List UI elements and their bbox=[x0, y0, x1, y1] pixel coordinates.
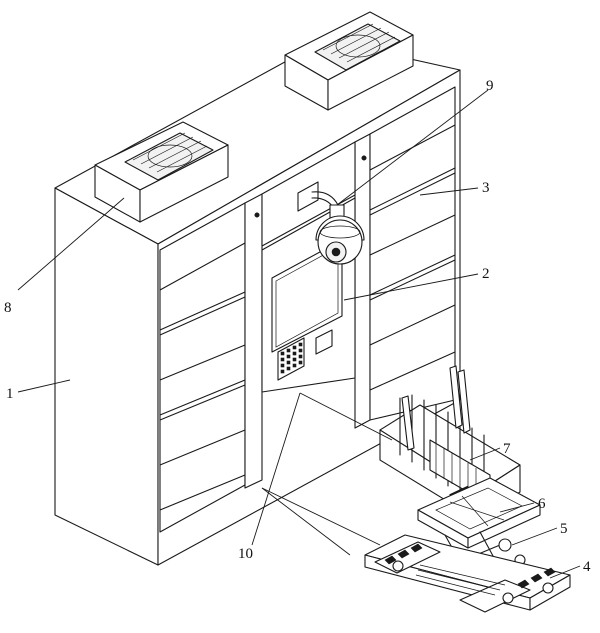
label-2: 2 bbox=[482, 266, 490, 282]
label-7: 7 bbox=[503, 441, 511, 457]
label-9: 9 bbox=[486, 78, 494, 94]
part-labels: 1 2 3 4 5 6 7 8 9 10 bbox=[4, 78, 591, 575]
keypad bbox=[277, 337, 305, 381]
tray-platform bbox=[417, 477, 541, 549]
label-10: 10 bbox=[238, 546, 253, 562]
touch-screen bbox=[271, 239, 343, 353]
card-slot bbox=[315, 329, 333, 355]
dome-camera bbox=[311, 191, 365, 265]
label-3: 3 bbox=[482, 180, 490, 196]
docking-area-lines bbox=[261, 392, 393, 556]
mobile-base bbox=[364, 534, 571, 613]
label-8: 8 bbox=[4, 300, 12, 316]
label-1: 1 bbox=[6, 386, 14, 402]
leader-lines bbox=[17, 89, 581, 579]
rollers-and-shelf bbox=[379, 365, 521, 521]
air-conditioner-left bbox=[94, 121, 229, 223]
label-4: 4 bbox=[583, 559, 591, 575]
label-6: 6 bbox=[538, 496, 546, 512]
air-conditioner-right bbox=[284, 11, 414, 111]
label-5: 5 bbox=[560, 521, 568, 537]
